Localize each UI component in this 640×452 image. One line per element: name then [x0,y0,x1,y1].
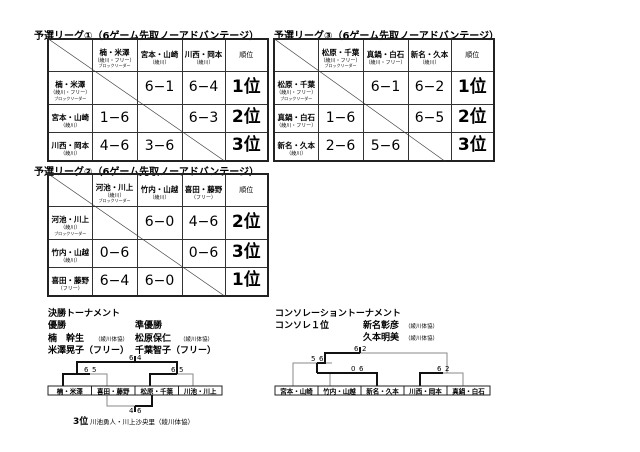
runner2: 千葉智子（フリー） [135,344,216,356]
score: 6 [129,354,134,362]
winner-label: 優勝 [47,319,67,331]
league2-title: 予選リーグ②（6ゲーム先取ノーアドバンテージ） [34,167,260,178]
runner1-affiliation: （綾川体協） [180,335,213,343]
runner-label: 準優勝 [135,319,163,331]
league1-title: 予選リーグ①（6ゲーム先取ノーアドバンテージ） [34,31,260,42]
score: 6 [437,365,442,373]
team-name: 松原・千葉 [141,387,174,396]
runner1: 松原保仁 [135,332,171,344]
league3-title: 予選リーグ③（6ゲーム先取ノーアドバンテージ） [274,31,500,42]
consolation-winner2: 久本明美 [363,331,400,343]
winner2: 米澤晃子（フリー） [47,344,129,356]
score: 6 [171,366,176,374]
rank-header: 順位 [224,38,269,72]
team-name: 楠・米澤 [56,387,84,396]
consolation-title: コンソレーショントーナメント [275,308,401,319]
consolation-winner-label: コンソレ１位 [275,319,329,331]
score: 2 [445,365,449,373]
rank-cell: 2位 [224,103,269,133]
score: 4 [129,407,134,415]
team-name: 宮本・山崎 [280,387,313,396]
score: 5 [92,366,96,374]
rank-cell: 1位 [224,266,269,297]
score: 2 [362,345,366,353]
team-box [446,385,491,396]
winner1: 楠 幹生 [48,332,84,344]
score: 5 [311,355,315,363]
consolation-winner1: 新名彰彦 [363,319,399,331]
third-label: 3位 [73,415,88,427]
rank-cell: 2位 [450,103,495,133]
rank-cell: 1位 [450,70,495,105]
consolation-winner2-affiliation: （綾川体協） [405,334,438,342]
score: 6 [359,365,364,373]
score: 6 [319,355,324,363]
rank-cell: 1位 [224,70,269,105]
team-name: 川池・川上 [183,387,217,396]
rank-cell: 2位 [224,205,269,240]
score: 6 [354,345,359,353]
score: 6 [84,366,89,374]
rank-cell: 3位 [224,238,269,268]
score: 5 [179,366,183,374]
rank-cell: 3位 [224,131,269,162]
consolation-winner1-affiliation: （綾川体協） [405,322,438,330]
team-name: 真鍋・白石 [452,387,485,396]
team-name: 竹内・山越 [322,387,356,396]
score: 4 [137,354,142,362]
score: 6 [137,407,142,415]
rank-header: 順位 [450,38,495,72]
winner1-affiliation: （綾川体協） [95,335,128,343]
team-name: 喜田・藤野 [97,387,130,396]
team-name: 新名・久本 [366,387,399,396]
team-box [178,385,223,396]
third-place: 川池勇人・川上沙央里（綾川体協） [90,417,194,426]
final-title: 決勝トーナメント [48,307,120,319]
team-name: 川西・岡本 [408,387,442,396]
rank-header: 順位 [224,173,269,207]
score: 0 [351,365,355,373]
rank-cell: 3位 [450,131,495,162]
